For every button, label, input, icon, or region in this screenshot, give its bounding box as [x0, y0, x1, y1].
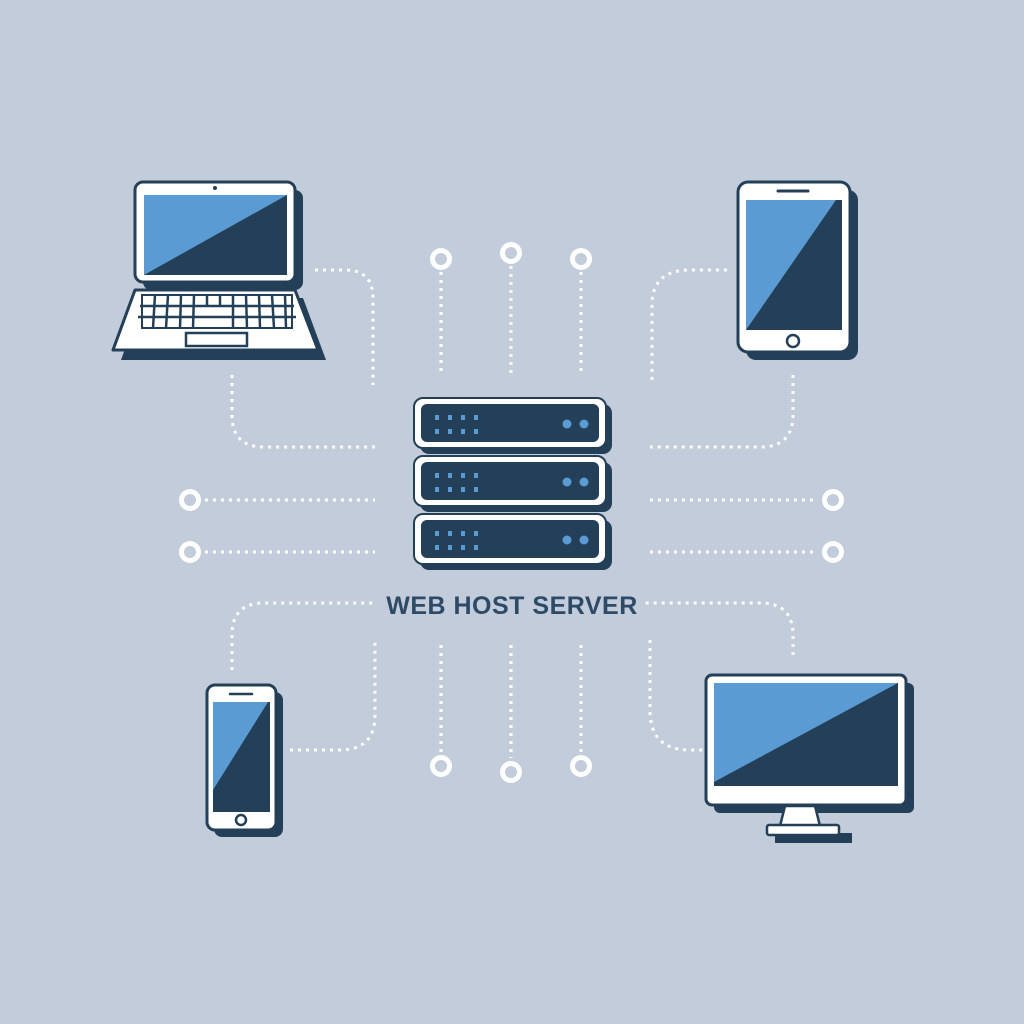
server-vent-light [461, 473, 465, 478]
node-circle [822, 489, 844, 511]
server-vent-light [474, 545, 478, 550]
connectors [205, 266, 818, 758]
server-vent-light [474, 429, 478, 434]
monitor-connector-top [645, 601, 795, 655]
server-vent-light [448, 473, 452, 478]
server-rack-icon [413, 397, 612, 570]
endpoint-nodes [179, 242, 844, 783]
server-unit [413, 397, 612, 454]
server-vent-light [461, 415, 465, 420]
node-circle [179, 541, 201, 563]
server-vent-light [448, 429, 452, 434]
node-circle [500, 242, 522, 264]
phone-connector-right [290, 640, 377, 752]
node-circle [570, 248, 592, 270]
server-vent-light [461, 487, 465, 492]
server-unit [413, 455, 612, 512]
server-vent-light [435, 487, 439, 492]
server-label: WEB HOST SERVER [386, 592, 638, 620]
server-vent-light [435, 545, 439, 550]
server-status-led [579, 419, 589, 429]
server-vent-light [435, 429, 439, 434]
desktop-monitor-icon [704, 673, 914, 843]
server-vent-light [435, 531, 439, 536]
server-vent-light [474, 473, 478, 478]
server-vent-light [474, 531, 478, 536]
laptop-connector-right [315, 268, 375, 385]
phone-connector-top [230, 601, 375, 670]
server-vent-light [448, 531, 452, 536]
server-vent-light [448, 415, 452, 420]
node-circle [430, 248, 452, 270]
server-vent-light [461, 429, 465, 434]
server-vent-light [461, 531, 465, 536]
tablet-connector-left [650, 268, 727, 385]
server-status-led [562, 477, 572, 487]
server-vent-light [435, 473, 439, 478]
node-circle [500, 761, 522, 783]
server-vent-light [474, 487, 478, 492]
server-status-led [562, 535, 572, 545]
node-circle [179, 489, 201, 511]
server-vent-light [448, 545, 452, 550]
tablet-connector-bottom [650, 375, 795, 449]
server-status-led [579, 535, 589, 545]
monitor-connector-left [648, 640, 705, 752]
smartphone-icon [205, 683, 283, 837]
server-vent-light [474, 415, 478, 420]
laptop-icon [111, 180, 326, 360]
server-status-led [579, 477, 589, 487]
server-vent-light [461, 545, 465, 550]
server-unit [413, 513, 612, 570]
server-vent-light [435, 415, 439, 420]
tablet-icon [736, 180, 858, 360]
laptop-connector-bottom [230, 375, 375, 449]
node-circle [570, 755, 592, 777]
node-circle [822, 541, 844, 563]
server-leds [435, 415, 589, 550]
server-status-led [562, 419, 572, 429]
server-vent-light [448, 487, 452, 492]
node-circle [430, 755, 452, 777]
